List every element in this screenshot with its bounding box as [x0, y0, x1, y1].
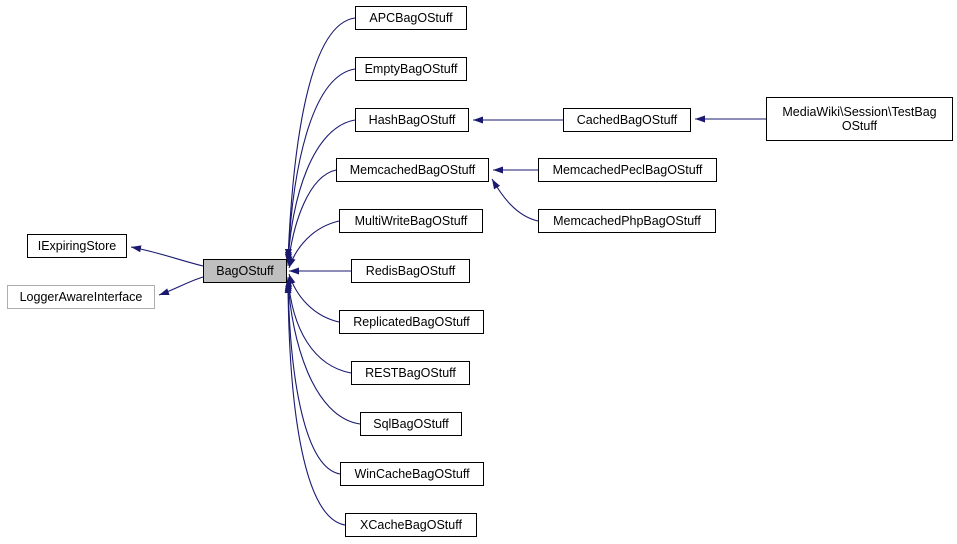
node-xcachebagostuff[interactable]: XCacheBagOStuff [345, 513, 477, 537]
node-iexpiringstore[interactable]: IExpiringStore [27, 234, 127, 258]
node-wincachebagostuff[interactable]: WinCacheBagOStuff [340, 462, 484, 486]
edge-sql-bagostuff [284, 278, 361, 425]
edge-wincache-bagostuff [284, 280, 341, 475]
edge-replicated-bagostuff [288, 273, 340, 323]
node-sqlbagostuff[interactable]: SqlBagOStuff [360, 412, 462, 436]
node-redisbagostuff[interactable]: RedisBagOStuff [351, 259, 470, 283]
edge-hash-bagostuff [284, 119, 356, 265]
node-testbagostuff[interactable]: MediaWiki\Session\TestBag OStuff [766, 97, 953, 141]
node-memcachedpeclbagostuff[interactable]: MemcachedPeclBagOStuff [538, 158, 717, 182]
edge-xcache-bagostuff [284, 282, 346, 526]
node-loggerawareinterface: LoggerAwareInterface [7, 285, 155, 309]
edge-memcachedphp-memcached [491, 178, 539, 222]
node-restbagostuff[interactable]: RESTBagOStuff [351, 361, 470, 385]
node-emptybagostuff[interactable]: EmptyBagOStuff [355, 57, 467, 81]
edge-memcached-bagostuff [285, 169, 337, 267]
node-memcachedphpbagostuff[interactable]: MemcachedPhpBagOStuff [538, 209, 716, 233]
node-cachedbagostuff[interactable]: CachedBagOStuff [563, 108, 691, 132]
node-memcachedbagostuff[interactable]: MemcachedBagOStuff [336, 158, 489, 182]
edge-multiwrite-bagostuff [288, 220, 340, 269]
node-bagostuff[interactable]: BagOStuff [203, 259, 287, 283]
node-multiwritebagostuff[interactable]: MultiWriteBagOStuff [339, 209, 483, 233]
node-hashbagostuff[interactable]: HashBagOStuff [355, 108, 469, 132]
node-replicatedbagostuff[interactable]: ReplicatedBagOStuff [339, 310, 484, 334]
node-apcbagostuff[interactable]: APCBagOStuff [355, 6, 467, 30]
edge-bagostuff-iexpiringstore [130, 245, 204, 267]
edge-bagostuff-loggerawareinterface [158, 276, 204, 296]
